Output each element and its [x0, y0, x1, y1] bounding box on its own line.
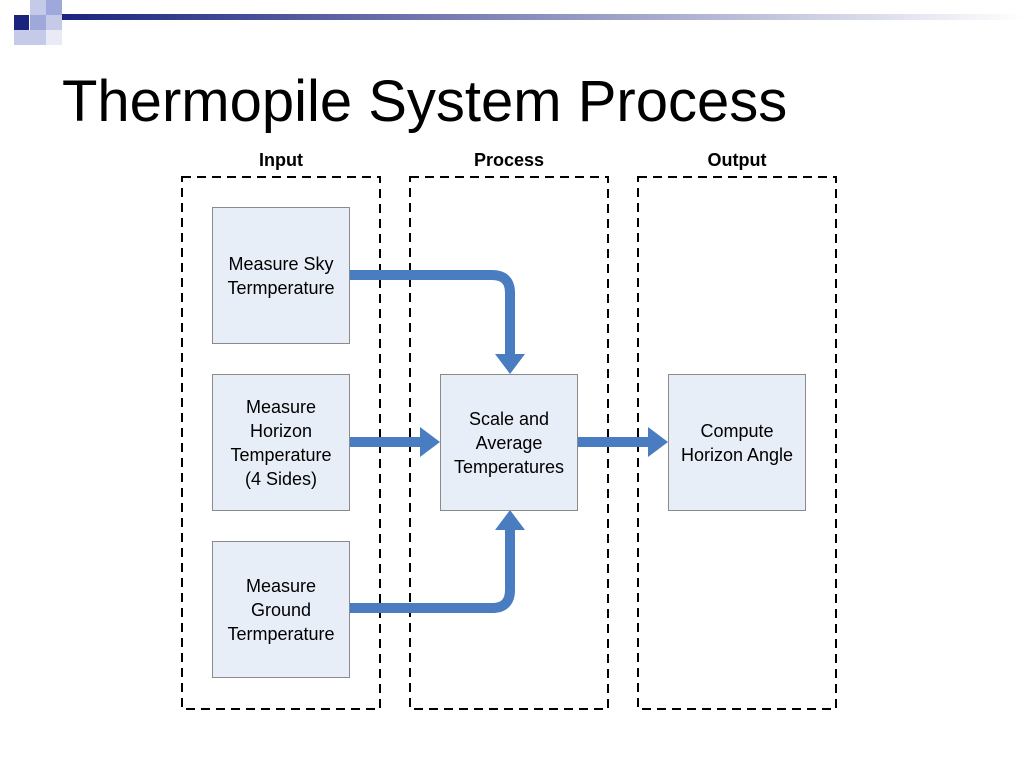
column-header-input: Input: [259, 150, 303, 170]
arrowhead-down: [495, 354, 525, 374]
arrow-sky-to-scale: [349, 270, 515, 354]
deco-square: [46, 30, 62, 45]
gradient-bar: [62, 14, 1024, 20]
slide-title: Thermopile System Process: [62, 69, 788, 134]
box-scale-average: Scale and Average Temperatures: [440, 374, 578, 511]
deco-square: [46, 0, 62, 15]
deco-square: [14, 15, 29, 30]
box-measure-ground-label: Measure Ground Termperature: [227, 575, 335, 644]
deco-square: [30, 0, 46, 15]
arrowhead-right: [420, 427, 440, 457]
box-scale-average-label: Scale and Average Temperatures: [453, 408, 565, 477]
input-column-frame: [181, 176, 381, 710]
box-measure-horizon: Measure Horizon Temperature (4 Sides): [212, 374, 350, 511]
deco-square: [30, 15, 46, 30]
box-compute-angle: Compute Horizon Angle: [668, 374, 806, 511]
deco-square: [30, 30, 46, 45]
deco-square: [14, 30, 30, 45]
arrow-ground-to-scale: [349, 530, 515, 613]
box-compute-angle-label: Compute Horizon Angle: [680, 420, 794, 465]
box-measure-sky: Measure Sky Termperature: [212, 207, 350, 344]
column-header-process: Process: [473, 150, 545, 170]
box-measure-horizon-label: Measure Horizon Temperature (4 Sides): [230, 396, 332, 489]
box-measure-sky-label: Measure Sky Termperature: [227, 253, 335, 298]
box-measure-ground: Measure Ground Termperature: [212, 541, 350, 678]
arrowhead-right: [648, 427, 668, 457]
arrowhead-up: [495, 510, 525, 530]
column-header-output: Output: [707, 150, 767, 170]
title-bar-decoration: [14, 0, 1024, 45]
deco-square: [46, 15, 62, 30]
